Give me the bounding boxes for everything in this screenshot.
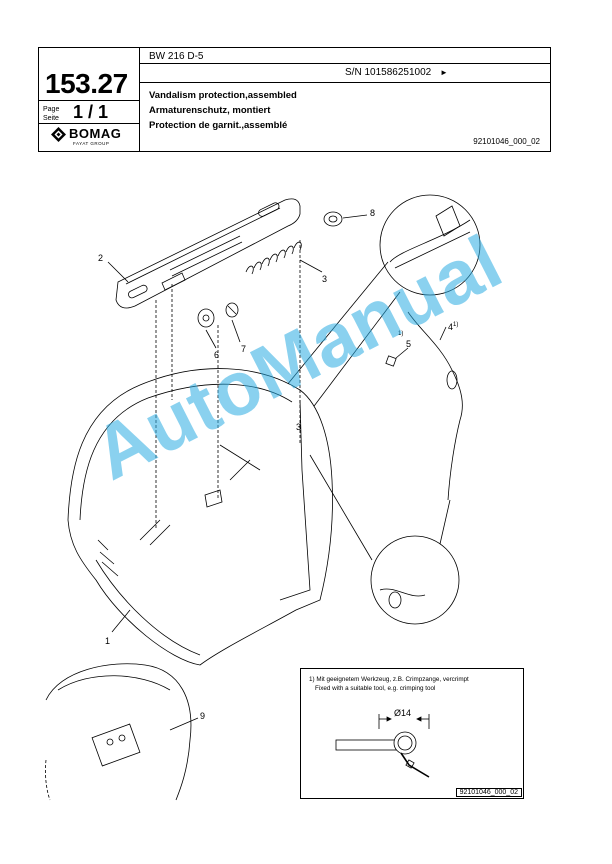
callout-3-secondary: 3 [296,422,302,432]
callout-4-footnote: 1) [453,322,459,328]
crimp-illustration [335,714,430,778]
part-1-cover [67,368,333,666]
parts-illustration [45,194,481,801]
callout-9: 9 [200,711,206,721]
part-9-label-region [45,663,192,801]
page-number-panel: 153.27 Page Seite 1 / 1 BOMAG FAYAT GROU… [39,48,140,151]
title-panel: BW 216 D-5 S/N 101586251002 ► Vandalism … [139,48,550,151]
callout-6: 6 [214,350,220,360]
divider [39,123,139,124]
serial-number: S/N 101586251002 ► [345,67,448,78]
callout-4-number: 4 [448,322,454,332]
callout-5: 5 [406,339,412,349]
page-label: Page Seite [43,105,59,123]
title-block: 153.27 Page Seite 1 / 1 BOMAG FAYAT GROU… [38,47,551,152]
divider [139,63,550,64]
machine-model: BW 216 D-5 [149,51,204,62]
detail-code: 92101046_000_02 [455,788,522,797]
bomag-diamond-icon [51,127,66,142]
bomag-logo: BOMAG FAYAT GROUP [51,126,131,148]
assembly-lines [155,240,301,530]
arrow-right-icon: ► [439,68,448,77]
brand-subtitle: FAYAT GROUP [73,141,110,146]
page-label-de: Seite [43,115,59,122]
zoom-circle-clamp [309,454,460,625]
part-2-plate [115,198,301,309]
title-german: Armaturenschutz, montiert [149,105,271,116]
exploded-view-drawing: 2 3 8 6 7 3 1 9 41) 1) 5 [0,160,612,810]
document-number: 92101046_000_02 [473,137,540,146]
assembly-titles: Vandalism protection,assembled Armaturen… [149,88,297,133]
callout-7: 7 [241,344,247,354]
title-english: Vandalism protection,assembled [149,90,297,101]
title-french: Protection de garnit.,assemblé [149,120,288,131]
diameter-dimension: Ø14 [394,708,412,718]
callout-8: 8 [370,208,376,218]
page-number: 153.27 [45,68,128,99]
page-value: 1 / 1 [73,102,109,122]
divider [139,82,550,83]
crimp-note: 1) Mit geeignetem Werkzeug, z.B. Crimpza… [309,675,469,693]
serial-text: S/N 101586251002 [345,67,432,78]
crimp-note-english: Fixed with a suitable tool, e.g. crimpin… [315,685,436,692]
crimp-detail-box: 1) Mit geeignetem Werkzeug, z.B. Crimpza… [300,668,524,799]
callout-3: 3 [322,274,328,284]
page-label-en: Page [43,106,60,113]
part-3-spring [245,241,302,275]
part-4-cable [385,311,463,501]
divider [39,100,139,101]
callout-4: 41) [448,322,458,332]
callout-2: 2 [98,253,104,263]
crimp-note-german: 1) Mit geeignetem Werkzeug, z.B. Crimpza… [309,676,469,683]
leader-lines [107,214,447,731]
part-8-washer [323,211,343,227]
callout-1: 1 [105,636,111,646]
part-6-7-fasteners [197,302,239,328]
callout-5-footnote: 1) [398,331,404,337]
brand-name: BOMAG [69,126,122,141]
